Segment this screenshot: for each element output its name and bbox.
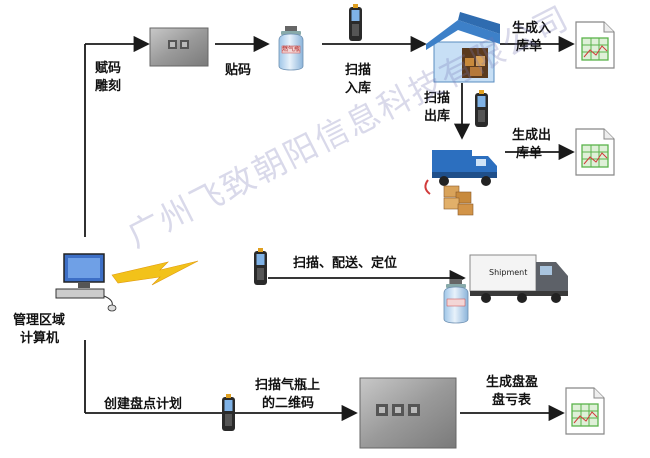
shipment-text: Shipment [489, 268, 527, 277]
label-engrave: 雕刻 [95, 79, 122, 94]
warehouse-icon [426, 12, 500, 83]
engraved-plate-top [149, 27, 209, 67]
label-scan-in: 扫描 [345, 63, 372, 78]
label-gen-in-1: 生成入 [512, 21, 552, 36]
label-out-stock: 出库 [424, 109, 451, 124]
label-computer: 计算机 [20, 331, 60, 346]
label-gen-out-2: 库单 [516, 146, 543, 161]
shipment-truck-icon: Shipment [469, 254, 568, 303]
label-scan-deliver: 扫描、配送、定位 [293, 256, 398, 271]
delivery-truck-icon [432, 150, 497, 186]
label-gen-count-1: 生成盘盈 [486, 375, 539, 390]
connector-lines [84, 35, 575, 422]
label-gen-in-2: 库单 [516, 39, 543, 54]
label-in-stock: 入库 [345, 81, 372, 96]
label-manage-area: 管理区域 [13, 313, 66, 328]
label-scan-out: 扫描 [424, 91, 451, 106]
wireless-signal-icon [111, 260, 199, 286]
scanner-in-icon [349, 4, 362, 41]
cargo-boxes-icon [424, 179, 474, 216]
label-assign-code: 赋码 [95, 61, 122, 76]
scanner-count-icon [222, 394, 235, 431]
label-scan-cylinder-1: 扫描气瓶上 [255, 378, 321, 393]
computer-icon [55, 253, 117, 312]
label-create-plan: 创建盘点计划 [104, 397, 183, 412]
engraved-plate-bottom [359, 377, 457, 449]
label-gen-out-1: 生成出 [512, 128, 552, 143]
document-out-icon [575, 128, 615, 176]
gas-cylinder-small-icon [443, 278, 469, 324]
scanner-deliver-icon [254, 248, 267, 285]
label-gen-count-2: 盘亏表 [492, 393, 532, 408]
scanner-out-icon [475, 90, 488, 127]
label-stick-code: 贴码 [225, 63, 252, 78]
document-in-icon [575, 21, 615, 69]
document-count-icon [565, 387, 605, 435]
cylinder-label: 燃气瓶 [282, 45, 300, 53]
label-scan-cylinder-2: 的二维码 [262, 396, 315, 411]
